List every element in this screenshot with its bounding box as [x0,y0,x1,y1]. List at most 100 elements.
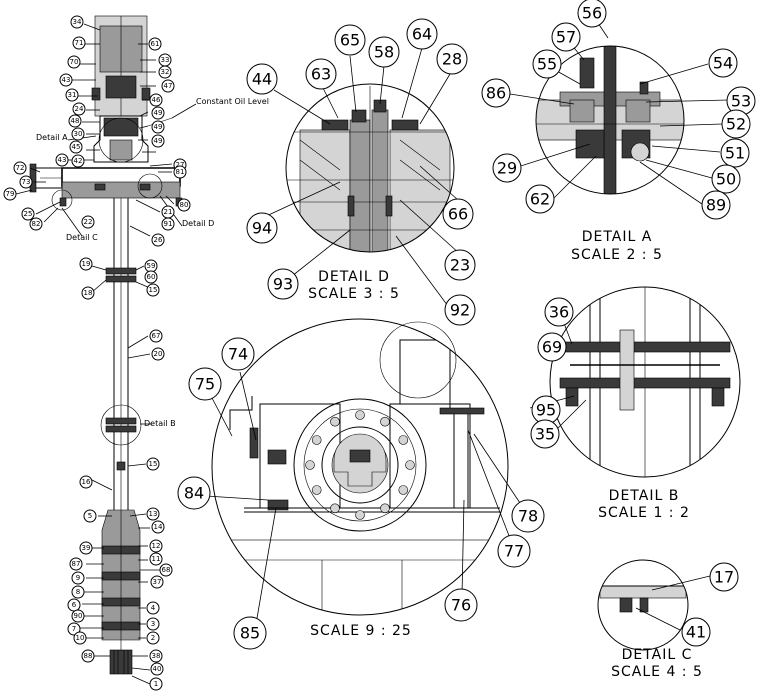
bolt-hole [398,485,409,495]
callout-number: 87 [72,560,81,568]
detail-a-label: Detail A [36,133,68,142]
callout-number: 88 [84,652,93,660]
callout-bubble [79,541,93,555]
callout-number: 92 [450,301,470,320]
callout-bubble [151,347,165,361]
bearing-housing [93,115,149,163]
callout-bubble [701,190,731,220]
callout-number: 15 [149,460,158,468]
detail-a-scale: SCALE 2 : 5 [571,247,663,263]
callout-bubble [13,161,27,175]
detail-b-title: DETAIL B [609,488,680,504]
callout-bubble [19,175,33,189]
callout-bubble [305,58,337,90]
callout-bubble [81,215,95,229]
callout-bubble [70,15,84,29]
callout-number: 7 [72,625,76,633]
callout-number: 69 [542,338,562,357]
callout-number: 55 [537,55,557,74]
callout-number: 70 [70,58,79,66]
callout-number: 71 [75,39,84,47]
callout-number: 28 [442,50,462,69]
callout-bubble [72,36,86,50]
detail-d-label: Detail D [182,219,214,228]
callout-bubble [161,79,175,93]
callout-number: 36 [549,303,569,322]
callout-number: 32 [161,68,170,76]
callout-bubble [267,268,299,300]
callout-bubble [146,601,160,615]
callout-number: 12 [152,542,161,550]
callout-number: 15 [149,286,158,294]
callout-bubble [188,367,222,401]
callout-bubble [149,677,163,691]
callout-bubble [497,534,531,568]
callout-number: 4 [151,604,156,612]
callout-bubble [73,631,87,645]
callout-bubble [144,270,158,284]
callout-bubble [146,457,160,471]
callout-bubble [525,184,555,214]
callout-number: 60 [147,273,156,281]
flange-bolt-holes [305,410,415,520]
callout-number: 78 [518,507,538,526]
callout-number: 31 [68,91,77,99]
callout-bubble [709,562,739,592]
callout-bubble [71,585,85,599]
callout-number: 95 [536,401,556,420]
callout-number: 16 [82,478,91,486]
callout-number: 17 [714,568,734,587]
bolt-hole [330,503,340,514]
callout-number: 52 [726,115,746,134]
callout-number: 61 [151,40,160,48]
callout-bubble [79,475,93,489]
callout-bubble [69,557,83,571]
callout-bubble [146,507,160,521]
callout-number: 72 [16,164,25,172]
callout-bubble [149,552,163,566]
callout-number: 76 [451,596,471,615]
callout-bubble [68,114,82,128]
callout-number: 86 [486,84,506,103]
callout-number: 23 [450,256,470,275]
main-view-callouts: 3471706143333132244748464930454942434927… [3,15,191,691]
callout-number: 68 [162,566,171,574]
callout-number: 27 [176,161,185,169]
constant-oil-level-label: Constant Oil Level [196,97,269,106]
detail-d-title: DETAIL D [318,269,390,285]
callout-bubble [158,65,172,79]
callout-number: 65 [340,31,360,50]
callout-bubble [71,154,85,168]
bolt-hole [380,503,390,514]
callout-number: 81 [176,168,185,176]
callout-bubble [492,153,522,183]
callout-number: 49 [154,123,163,131]
callout-number: 26 [154,236,163,244]
callout-bubble [151,520,165,534]
callout-bubble [72,102,86,116]
callout-number: 91 [164,220,173,228]
callout-number: 89 [706,196,726,215]
callout-bubble [159,563,173,577]
callout-bubble [577,0,607,28]
callout-number: 6 [72,601,77,609]
callout-bubble [711,164,741,194]
callout-bubble [721,109,751,139]
callout-number: 25 [24,210,33,218]
bolt-hole [380,416,390,427]
callout-bubble [149,539,163,553]
callout-bubble [71,127,85,141]
discharge-flange-face [293,398,427,532]
callout-number: 50 [716,170,736,189]
callout-number: 46 [152,96,161,104]
bolt-hole [355,410,365,420]
callout-bubble [368,36,400,68]
callout-number: 93 [273,275,293,294]
callout-number: 43 [62,76,71,84]
